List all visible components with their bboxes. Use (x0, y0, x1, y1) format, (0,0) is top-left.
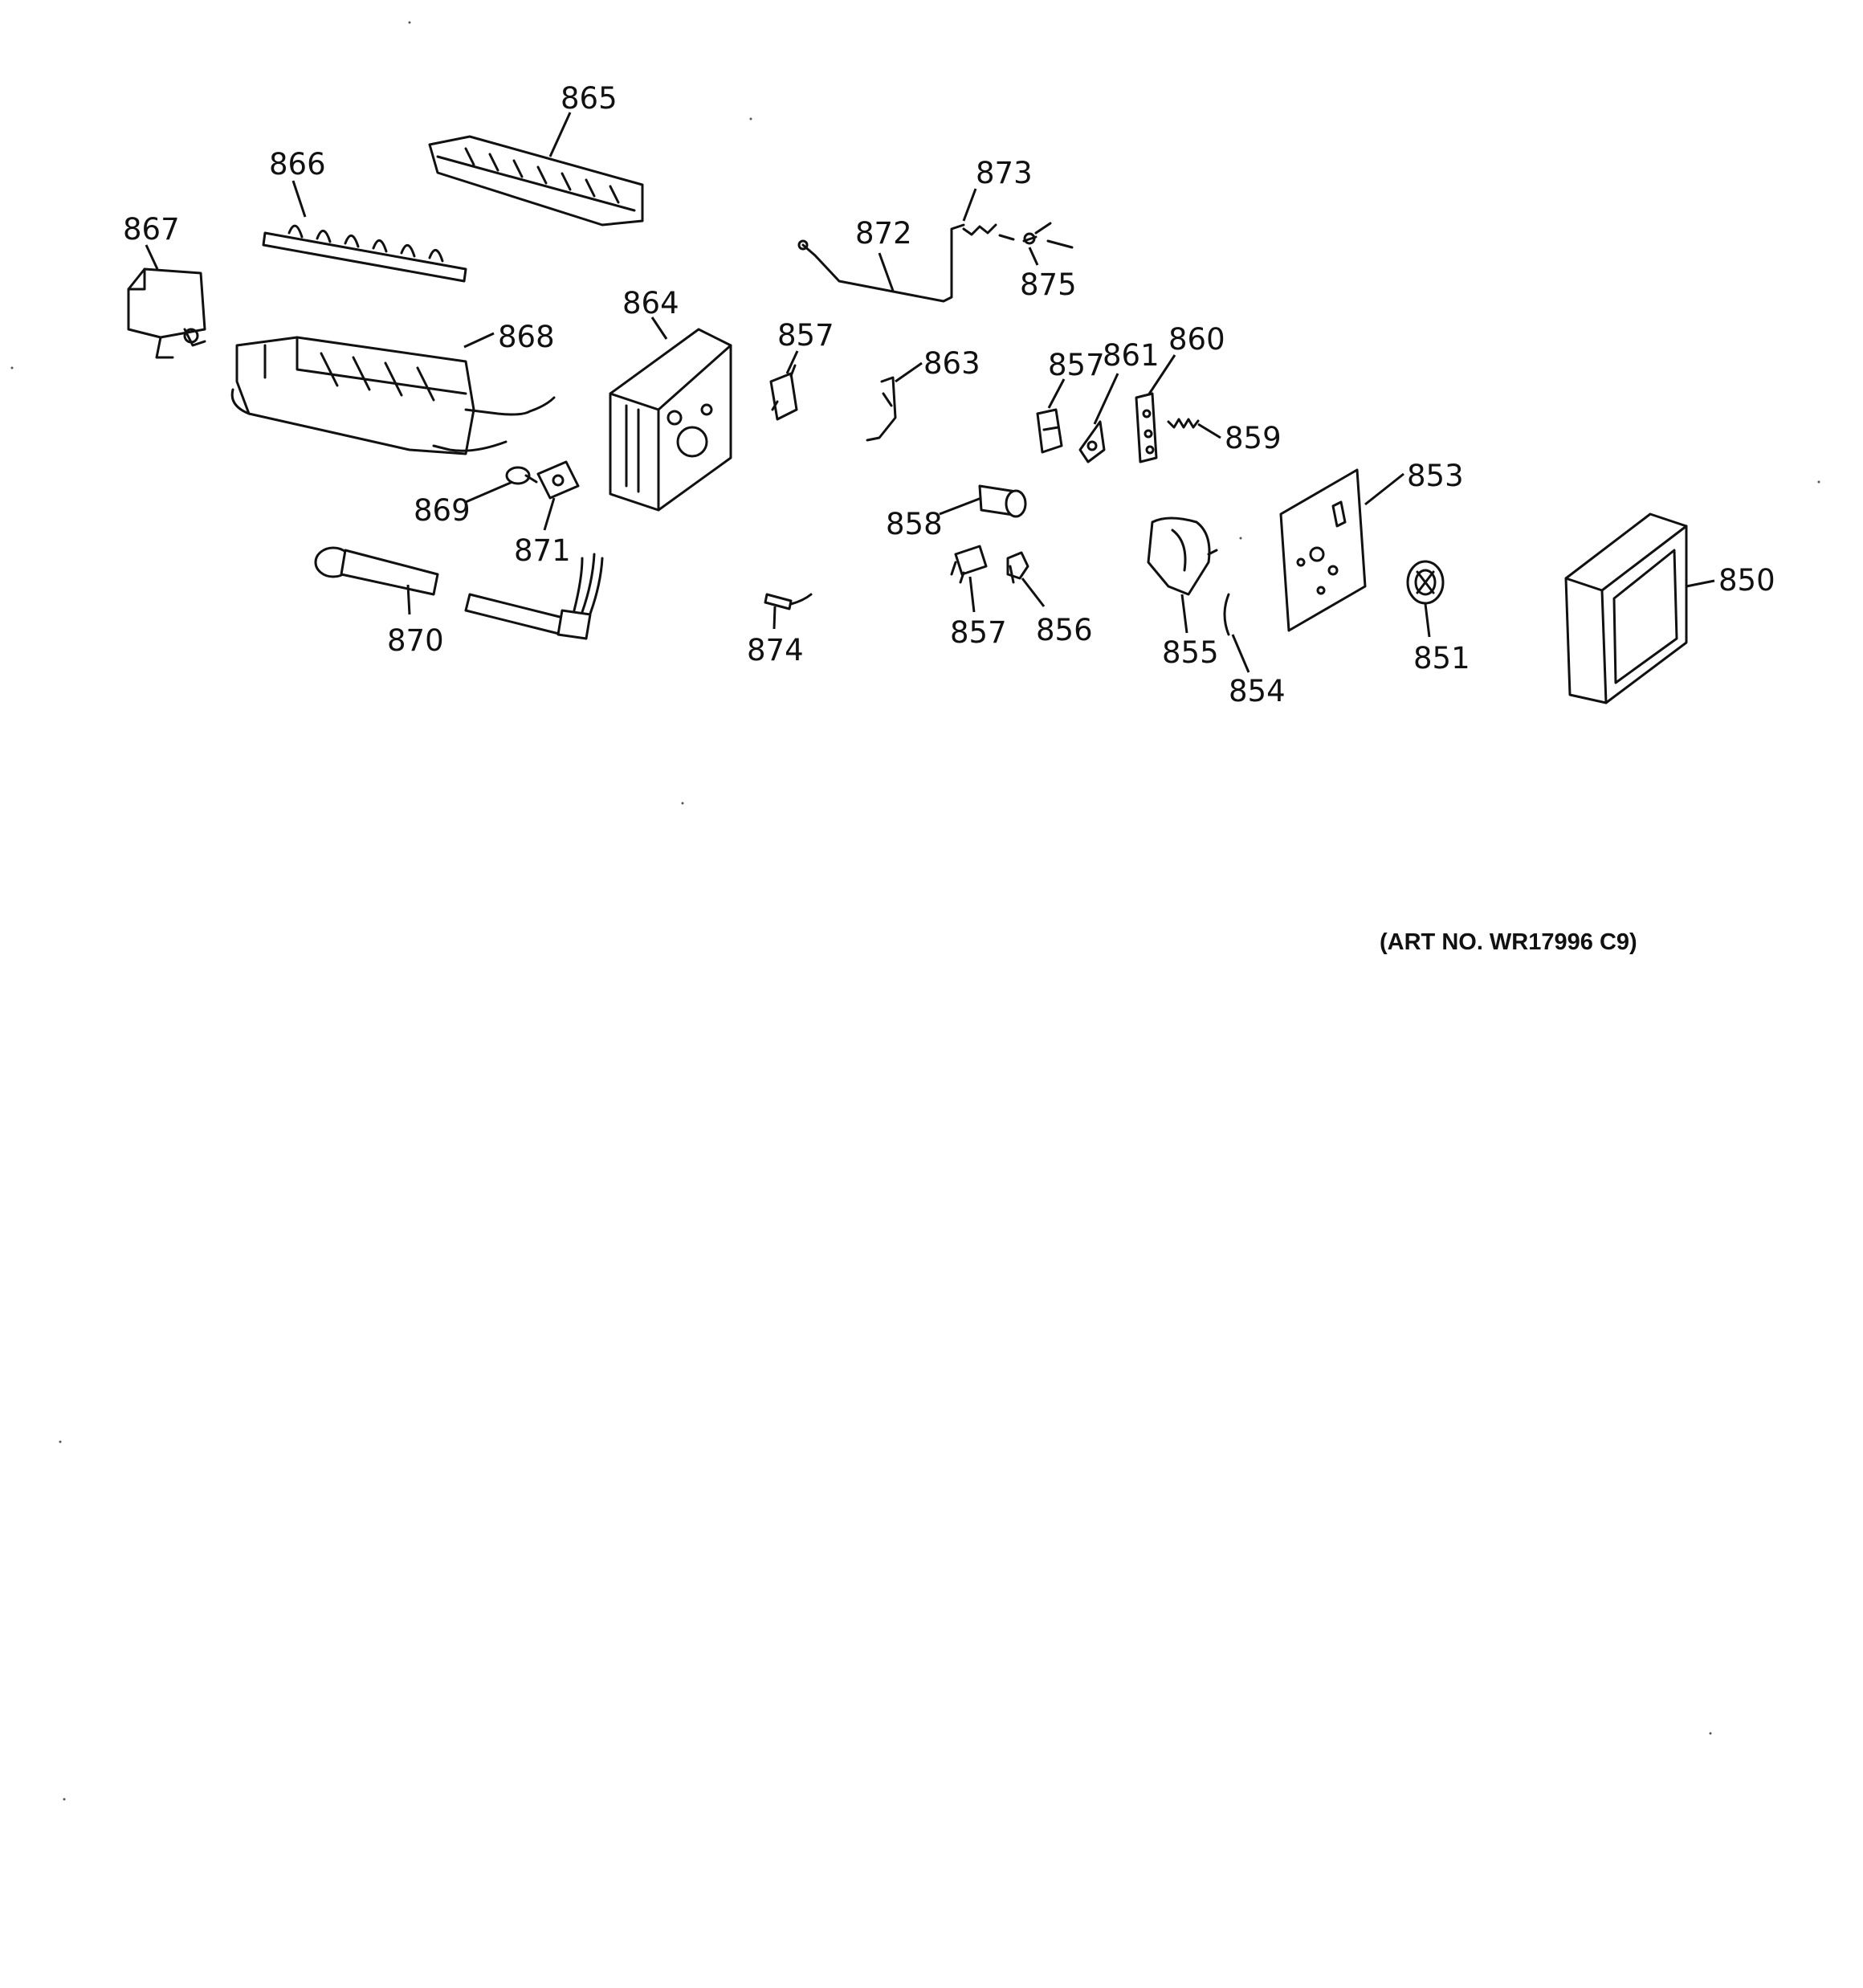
callout-871: 871 (514, 533, 571, 568)
callout-865: 865 (561, 81, 618, 116)
callout-857-c: 857 (950, 615, 1007, 650)
callout-859: 859 (1225, 421, 1282, 455)
part-869-fitting (505, 466, 538, 485)
part-857-switch-b (1036, 408, 1063, 454)
part-870-fill-tube (314, 546, 439, 596)
part-875-hardware (998, 222, 1074, 249)
part-851-gear (1406, 560, 1445, 605)
part-871-clip (536, 460, 580, 500)
part-867-housing (127, 267, 206, 359)
part-872-arm (797, 223, 965, 303)
callout-863: 863 (923, 346, 980, 381)
callout-857-a: 857 (777, 318, 834, 353)
part-865-cover (428, 135, 644, 227)
scan-specks (10, 21, 1820, 1801)
callout-861: 861 (1103, 338, 1160, 373)
part-855-motor (1147, 516, 1218, 596)
callout-866: 866 (269, 147, 326, 182)
callout-857-b: 857 (1048, 348, 1105, 382)
part-863-lever (866, 376, 897, 442)
part-874-screw (764, 593, 813, 610)
callout-854: 854 (1229, 674, 1286, 708)
part-853-plate (1279, 468, 1367, 632)
callout-855: 855 (1162, 635, 1219, 670)
art-number: (ART NO. WR17996 C9) (1380, 929, 1637, 955)
callout-872: 872 (855, 216, 912, 251)
part-850-cover (1564, 512, 1688, 704)
callout-860: 860 (1168, 322, 1225, 357)
callout-labels: 865 866 867 868 864 872 873 875 857 863 … (123, 81, 1775, 708)
callout-867: 867 (123, 212, 180, 247)
part-856-clip (1006, 551, 1029, 584)
part-858-shaft (978, 484, 1027, 518)
part-864-housing (609, 328, 732, 512)
part-861-plate (1078, 420, 1106, 463)
callout-873: 873 (976, 156, 1033, 190)
part-857-switch-c (950, 545, 988, 584)
leader-lines (145, 112, 1715, 673)
callout-869: 869 (414, 493, 471, 528)
callout-874: 874 (747, 633, 804, 667)
part-854-clip (1223, 593, 1230, 636)
part-873-spring (962, 223, 997, 236)
callout-850: 850 (1718, 563, 1775, 598)
callout-875: 875 (1020, 267, 1077, 302)
part-857-switch-a (769, 364, 798, 421)
callout-851: 851 (1413, 641, 1470, 676)
callout-858: 858 (886, 507, 943, 541)
callout-870: 870 (387, 623, 444, 658)
callout-853: 853 (1407, 459, 1464, 493)
part-harness (464, 553, 604, 640)
callout-856: 856 (1036, 613, 1093, 647)
part-859-spring (1167, 418, 1200, 429)
part-868-mold (230, 336, 556, 455)
part-860-bracket (1135, 392, 1158, 463)
callout-868: 868 (498, 320, 555, 354)
callout-864: 864 (622, 286, 679, 320)
part-866-ejector (262, 224, 467, 283)
